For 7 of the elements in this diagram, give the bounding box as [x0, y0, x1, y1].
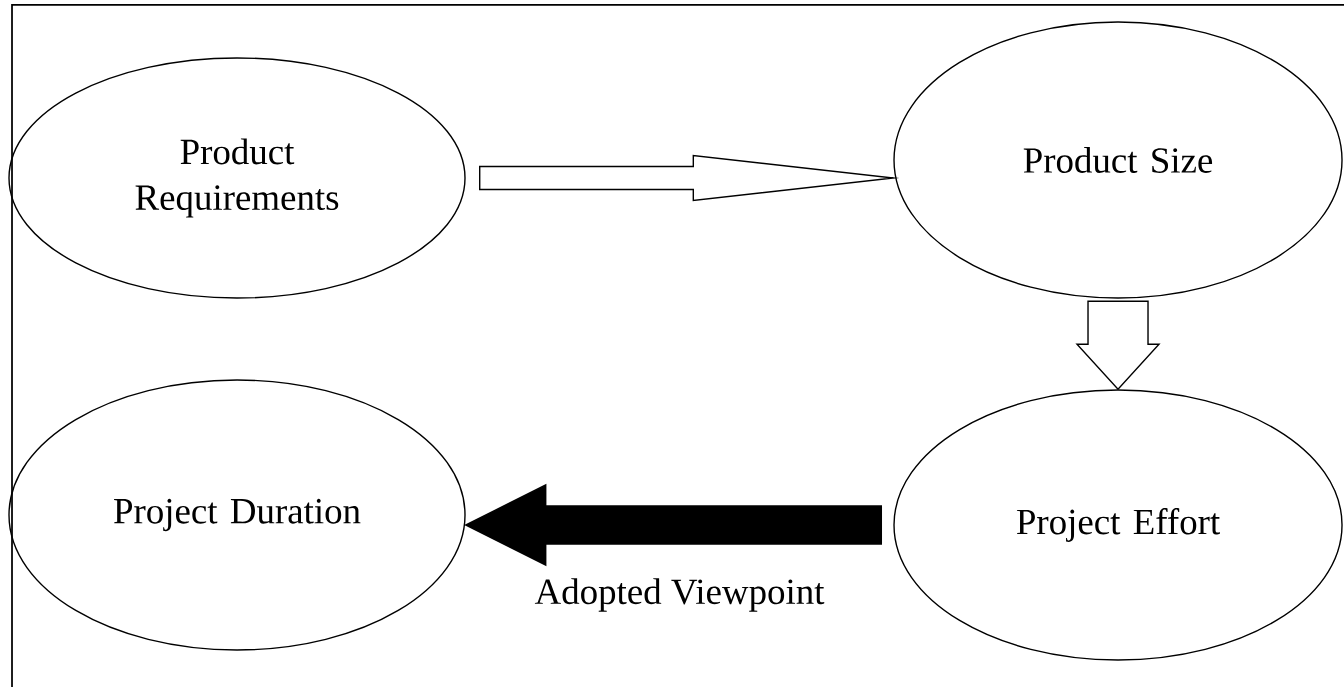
- block-arrow: [1075, 300, 1161, 391]
- ellipse-node: Project Effort: [893, 389, 1343, 661]
- block-arrow: [464, 483, 882, 567]
- ellipse-node: Project Duration: [8, 379, 466, 651]
- ellipse-node: Product Requirements: [8, 57, 466, 299]
- ellipse-node: Product Size: [893, 21, 1343, 299]
- edge-label: Adopted Viewpoint: [532, 576, 827, 614]
